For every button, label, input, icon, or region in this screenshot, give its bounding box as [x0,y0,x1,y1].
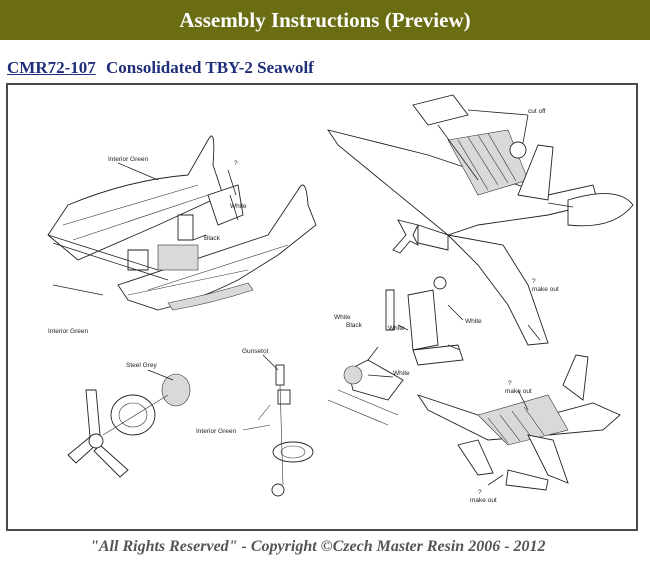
label-black-top: Black [204,235,221,242]
label-interior-green-top: Interior Green [108,156,148,163]
label-interior-green-bottom: Interior Green [196,428,236,435]
label-white-gear-2: White [465,318,482,325]
label-interior-green-left: Interior Green [48,328,88,335]
label-steel-grey: Steel Grey [126,362,157,369]
aircraft-completed-view [416,354,621,491]
label-question-bottom-2: ? [478,489,482,496]
label-make-out-bottom-2: make out [470,497,497,504]
label-white-mid: White [393,370,410,377]
label-white-top: White [230,203,247,210]
kit-name: Consolidated TBY-2 Seawolf [106,58,314,77]
assembly-drawing: Interior Green ? White Black Interior Gr… [47,94,634,504]
page-header: Assembly Instructions (Preview) [0,0,650,40]
label-cut-off: cut off [528,108,546,115]
label-white-gear-1: White [388,325,405,332]
aircraft-exploded-view [326,94,634,346]
kit-code-link[interactable]: CMR72-107 [7,58,96,77]
copyright-footer: "All Rights Reserved" - Copyright ©Czech… [90,538,546,555]
label-question-right: ? [532,278,536,285]
label-make-out-bottom: make out [505,388,532,395]
fuselage-assembly [47,135,317,311]
kit-title: CMR72-107 Consolidated TBY-2 Seawolf [7,58,314,78]
label-gunsight: Gunsetol [242,348,269,355]
label-question-bottom: ? [508,380,512,387]
label-question-top: ? [234,160,238,167]
label-white-black: White [334,314,351,321]
gunsight-assembly [242,354,314,497]
label-black-mid: Black [346,322,363,329]
label-make-out-right: make out [532,286,559,293]
instruction-diagram: Interior Green ? White Black Interior Gr… [6,83,638,531]
page-title: Assembly Instructions (Preview) [179,7,471,32]
propeller-assembly [67,369,191,478]
landing-gear-assembly [327,276,464,426]
